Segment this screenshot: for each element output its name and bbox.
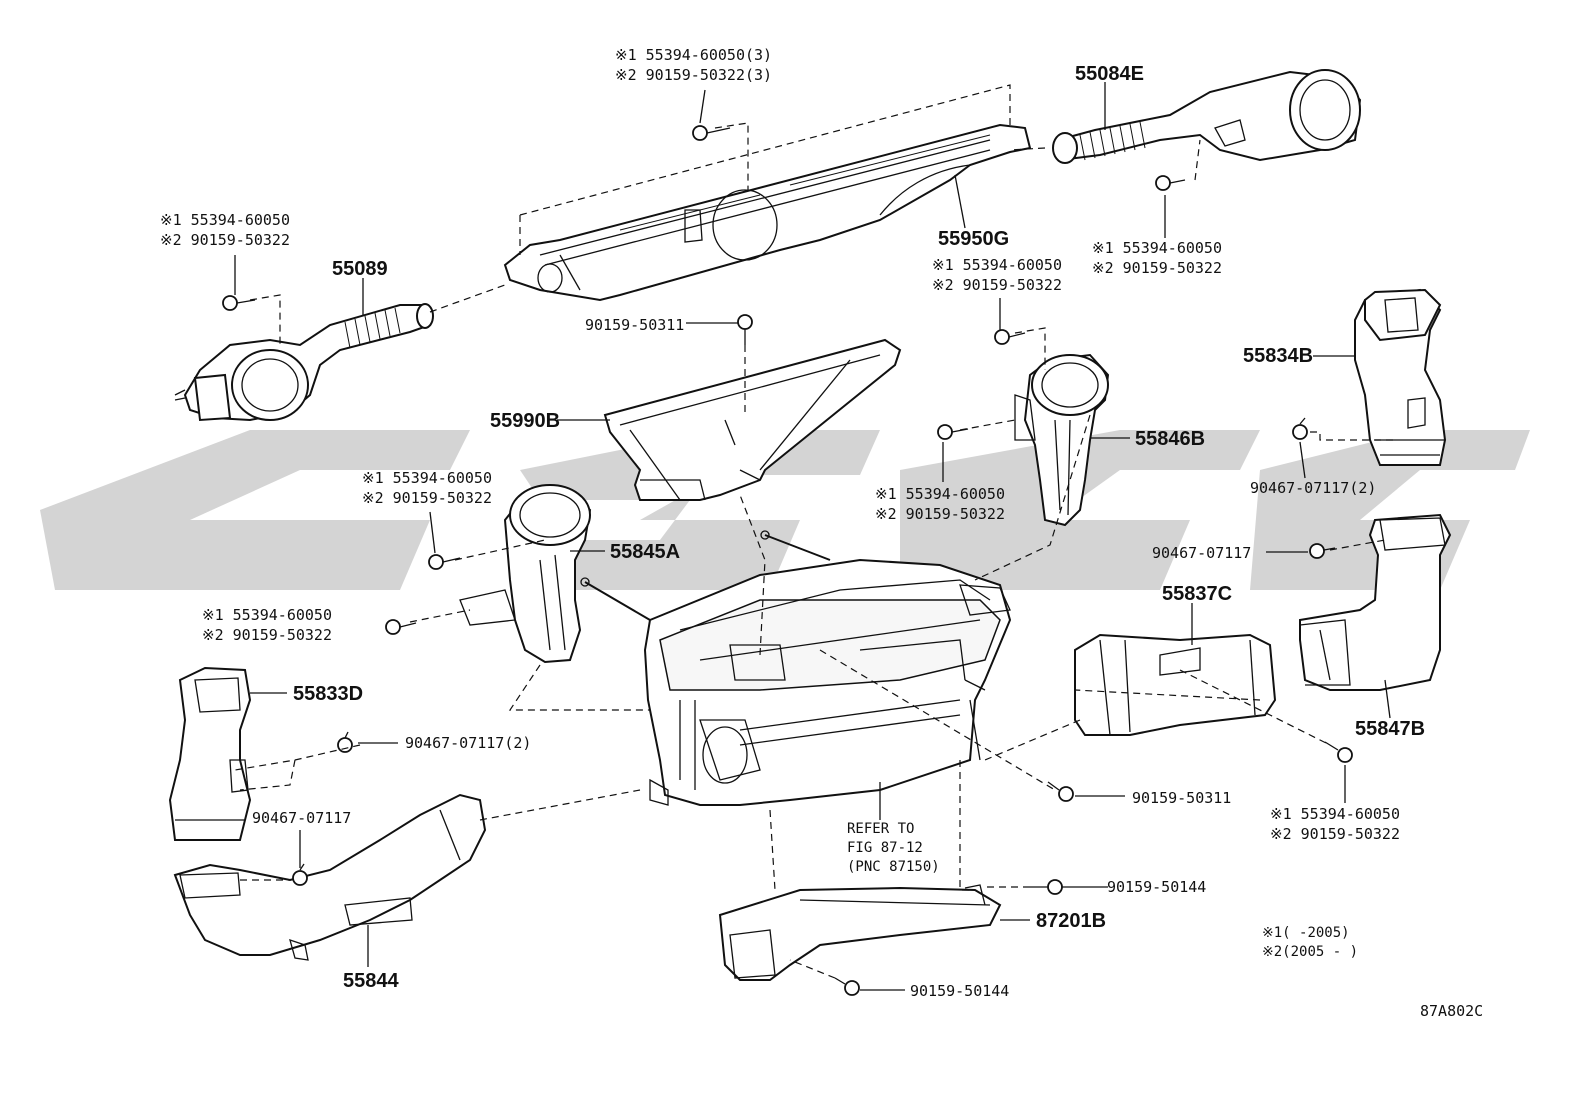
note-2: ※2(2005 - ) (1262, 944, 1358, 960)
hvac-unit (580, 530, 1012, 806)
callout-mid-right-1: ※1 55394-60050 (932, 256, 1062, 274)
bracket-55990B (603, 338, 902, 501)
callout-low-left-2: ※2 90159-50322 (202, 626, 332, 644)
bolt-icon (994, 329, 1026, 345)
part-number-labels: 55084E 55950G 55089 55990B 55834B 55846B… (293, 63, 1425, 992)
bolt-icon (385, 619, 417, 635)
callout-low-right-2: ※2 90159-50322 (1270, 825, 1400, 843)
duct-55084E (1052, 69, 1362, 164)
label-55844: 55844 (343, 970, 399, 992)
duct-55833D (168, 666, 252, 841)
label-55847B: 55847B (1355, 718, 1425, 740)
refer-note-line-2: FIG 87-12 (847, 840, 923, 856)
bolt-icon (834, 977, 860, 996)
callout-846-2: ※2 90159-50322 (875, 505, 1005, 523)
label-90159-50311-bottom: 90159-50311 (1132, 789, 1231, 807)
duct-55950G (503, 123, 1032, 302)
callout-mid-left-2: ※2 90159-50322 (362, 489, 492, 507)
bolt-icon (222, 295, 256, 311)
label-90467-07117-2-right: 90467-07117(2) (1250, 479, 1376, 497)
label-55845A: 55845A (610, 541, 680, 563)
leader-lines (234, 82, 1391, 991)
callout-left-1: ※1 55394-60050 (160, 211, 290, 229)
label-55089: 55089 (332, 258, 388, 280)
duct-55089 (174, 303, 434, 422)
duct-55834B (1354, 288, 1447, 466)
duct-55846B (1014, 353, 1110, 527)
refer-note: REFER TO FIG 87-12 (PNC 87150) (847, 821, 940, 875)
duct-55847B (1299, 513, 1452, 691)
label-90159-50144-bottom: 90159-50144 (910, 982, 1009, 1000)
bolts (222, 125, 1353, 996)
callout-low-left-1: ※1 55394-60050 (202, 606, 332, 624)
bolt-icon (292, 863, 308, 886)
bolt-icon (428, 554, 461, 570)
label-90467-07117-2-left: 90467-07117(2) (405, 734, 531, 752)
refer-note-line-3: (PNC 87150) (847, 859, 940, 875)
bolt-icon (1047, 781, 1074, 802)
bolt-icon (1030, 879, 1063, 895)
bolt-icon (337, 731, 353, 753)
legend-notes: ※1( -2005) ※2(2005 - ) (1262, 925, 1358, 960)
bolt-icon (1309, 543, 1336, 559)
callout-right-top-2: ※2 90159-50322 (1092, 259, 1222, 277)
callout-right-top-1: ※1 55394-60050 (1092, 239, 1222, 257)
label-55834B: 55834B (1243, 345, 1313, 367)
bolt-icon (737, 314, 753, 345)
duct-55837C (1074, 633, 1277, 736)
bolt-icon (1155, 175, 1186, 191)
note-1: ※1( -2005) (1262, 925, 1350, 941)
bolt-icon (692, 125, 731, 141)
callout-labels: ※1 55394-60050(3) ※2 90159-50322(3) ※1 5… (160, 46, 1400, 843)
bolt-icon (1292, 417, 1308, 440)
refer-note-line-1: REFER TO (847, 821, 914, 837)
label-90467-07117-left: 90467-07117 (252, 809, 351, 827)
callout-low-right-1: ※1 55394-60050 (1270, 805, 1400, 823)
label-55833D: 55833D (293, 683, 363, 705)
fastener-labels: 90159-50311 90467-07117(2) 90467-07117 9… (252, 316, 1376, 1000)
label-55846B: 55846B (1135, 428, 1205, 450)
callout-mid-right-2: ※2 90159-50322 (932, 276, 1062, 294)
label-90467-07117-right: 90467-07117 (1152, 544, 1251, 562)
callout-mid-left-1: ※1 55394-60050 (362, 469, 492, 487)
callout-left-2: ※2 90159-50322 (160, 231, 290, 249)
label-90159-50311-top: 90159-50311 (585, 316, 684, 334)
callout-top-center-2: ※2 90159-50322(3) (615, 66, 772, 84)
callout-top-center-1: ※1 55394-60050(3) (615, 46, 772, 64)
duct-55845A (459, 484, 592, 664)
assembly-dashed-lines (234, 84, 1395, 979)
callout-846-1: ※1 55394-60050 (875, 485, 1005, 503)
label-55837C: 55837C (1162, 583, 1232, 605)
duct-87201B (718, 884, 1002, 981)
label-55084E: 55084E (1075, 63, 1144, 85)
label-55950G: 55950G (938, 228, 1009, 250)
label-55990B: 55990B (490, 410, 560, 432)
bolt-icon (937, 424, 969, 440)
label-87201B: 87201B (1036, 910, 1106, 932)
label-90159-50144-right: 90159-50144 (1107, 878, 1206, 896)
diagram-code: 87A802C (1420, 1002, 1483, 1020)
bolt-icon (1324, 741, 1353, 763)
